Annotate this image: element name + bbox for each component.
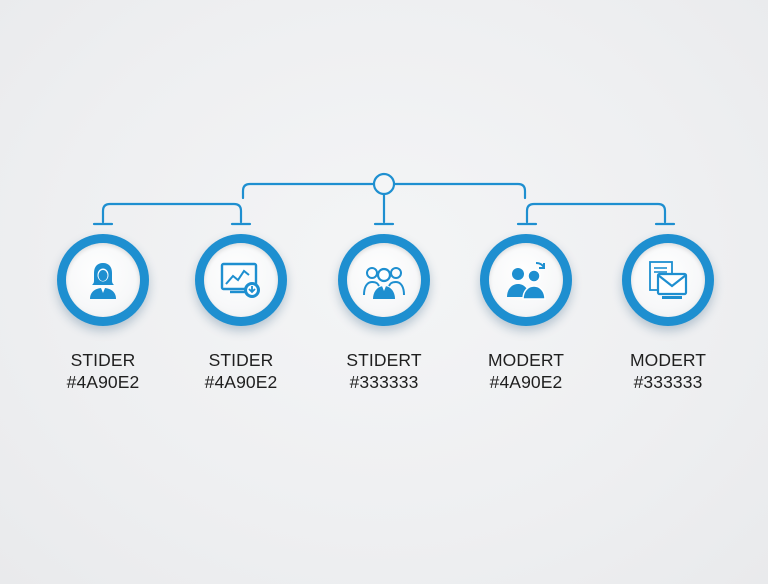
connector-trunk-left [241, 182, 375, 200]
team-group-icon [363, 267, 405, 299]
mail-document-icon [649, 261, 688, 299]
chart-monitor-icon [220, 262, 260, 298]
node-1-title: STIDER [70, 350, 136, 370]
node-5-label: MODERT #333333 [603, 349, 733, 393]
node-3-label: STIDERT #333333 [319, 349, 449, 393]
node-3-title: STIDERT [346, 350, 422, 370]
hub-node [372, 172, 396, 196]
node-1-label: STIDER #4A90E2 [38, 349, 168, 393]
person-female-icon [90, 263, 116, 299]
node-4-subtitle: #4A90E2 [489, 372, 563, 392]
node-4-label: MODERT #4A90E2 [461, 349, 591, 393]
user-pair-icon [507, 262, 546, 300]
connector-right-bracket [525, 202, 667, 224]
node-4-title: MODERT [487, 350, 565, 370]
node-3-subtitle: #333333 [349, 372, 419, 392]
node-2-subtitle: #4A90E2 [204, 372, 278, 392]
node-3 [338, 234, 430, 326]
node-1-subtitle: #4A90E2 [66, 372, 140, 392]
node-2-label: STIDER #4A90E2 [176, 349, 306, 393]
node-2 [195, 234, 287, 326]
node-5 [622, 234, 714, 326]
node-2-title: STIDER [208, 350, 274, 370]
connector-left-bracket [101, 202, 243, 224]
node-5-title: MODERT [629, 350, 707, 370]
node-5-subtitle: #333333 [633, 372, 703, 392]
node-4 [480, 234, 572, 326]
node-1 [57, 234, 149, 326]
connector-trunk-right [393, 182, 527, 200]
